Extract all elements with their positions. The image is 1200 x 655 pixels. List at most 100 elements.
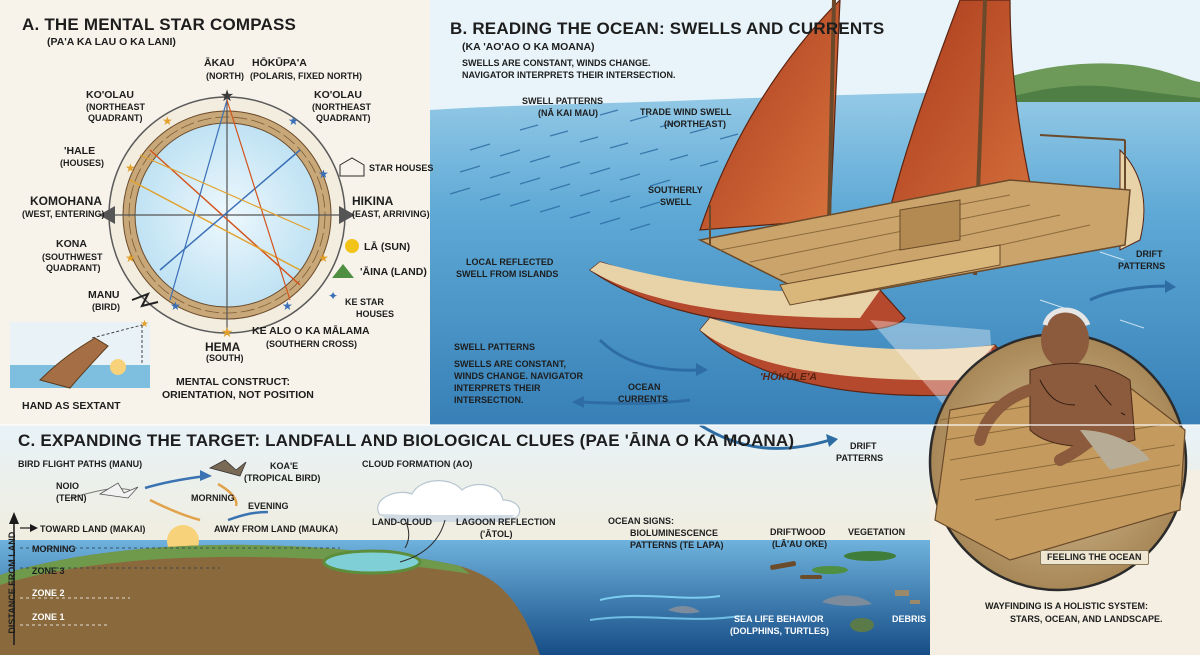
driftwood-label-1: DRIFTWOOD [770, 527, 826, 537]
koae-label-2: (TROPICAL BIRD) [244, 473, 321, 483]
manu-label: MANU [88, 289, 120, 301]
land-cloud-label: LAND-CLOUD [372, 517, 432, 527]
west-label: KOMOHANA [30, 194, 102, 208]
driftwood-label-2: (LĀ'AU OKE) [772, 539, 828, 549]
section-a-subtitle: (PA'A KA LAU O KA LANI) [47, 36, 176, 48]
swell-patterns-2-line3: INTERPRETS THEIR [454, 383, 541, 393]
ke-star-label-2: HOUSES [356, 309, 395, 319]
hand-sextant-label: HAND AS SEXTANT [22, 400, 121, 412]
swell-patterns-2-line1: SWELLS ARE CONSTANT, [454, 359, 566, 369]
vegetation-label: VEGETATION [848, 527, 906, 537]
svg-text:★: ★ [125, 161, 136, 175]
svg-text:★: ★ [318, 167, 329, 181]
island-shape [0, 544, 540, 655]
lagoon-reflection-1: LAGOON REFLECTION [456, 517, 556, 527]
land-label: 'ĀINA (LAND) [360, 266, 427, 278]
driftwood-shape [770, 561, 797, 570]
feeling-ocean-label: FEELING THE OCEAN [1040, 550, 1149, 566]
koolau-right-sub1: (NORTHEAST [312, 102, 371, 112]
east-sub: (EAST, ARRIVING) [352, 209, 430, 219]
star-compass: ★ ★ ★ ★ ★ ★ ★ ★ ★ ★ [99, 88, 355, 340]
svg-text:★: ★ [162, 114, 173, 128]
current-arrow [598, 338, 701, 372]
evening-label: EVENING [248, 501, 289, 511]
kona-sub1: (SOUTHWEST [42, 252, 103, 262]
drift-patterns-lower-1: DRIFT [850, 441, 877, 451]
away-land-label: AWAY FROM LAND (MAUKA) [214, 524, 338, 534]
swell-patterns-2-line2: WINDS CHANGE. NAVIGATOR [454, 371, 584, 381]
hand-shape [39, 337, 109, 389]
koolau-left-sub2: QUADRANT) [88, 113, 143, 123]
star-house-icon [339, 157, 365, 177]
ocean-currents-1: OCEAN [628, 382, 661, 392]
north-label: ĀKAU [204, 57, 235, 69]
southern-cross-label-1: KE ALO O KA MĀLAMA [252, 325, 370, 337]
koolau-left-sub1: (NORTHEAST [86, 102, 145, 112]
zone-3-label: ZONE 3 [32, 566, 65, 576]
polaris-label: HŌKŪPA'A [252, 57, 307, 69]
sun-icon [345, 239, 359, 253]
swell-patterns-label: SWELL PATTERNS [522, 96, 603, 106]
manu-bird-icon [131, 292, 159, 308]
svg-text:★: ★ [140, 319, 149, 330]
swell-patterns-2-line4: INTERSECTION. [454, 395, 524, 405]
koolau-right-sub2: QUADRANT) [316, 113, 371, 123]
sea-life-label-2: (DOLPHINS, TURTLES) [730, 626, 829, 636]
svg-text:★: ★ [170, 299, 181, 313]
koolau-right-label: KO'OLAU [314, 89, 362, 101]
kona-label: KONA [56, 238, 87, 250]
zone-1-label: ZONE 1 [32, 612, 65, 622]
drift-patterns-right-2: PATTERNS [1118, 261, 1166, 271]
bioluminescence-1: BIOLUMINESCENCE [630, 528, 719, 538]
noio-label-1: NOIO [56, 481, 80, 491]
mental-construct-1: MENTAL CONSTRUCT: [176, 376, 290, 388]
holistic-line-2: STARS, OCEAN, AND LANDSCAPE. [1010, 614, 1163, 624]
ocean-signs-label: OCEAN SIGNS: [608, 516, 675, 526]
noio-label-2: (TERN) [56, 493, 87, 503]
star-houses-label: STAR HOUSES [369, 163, 434, 173]
svg-text:★: ★ [125, 251, 136, 265]
svg-text:★: ★ [282, 299, 293, 313]
north-sub: (NORTH) [206, 71, 244, 81]
swell-arrow-field [449, 109, 739, 231]
noio-bird [98, 482, 139, 499]
canoe-name: 'HŌKŪLE'A [760, 371, 817, 383]
west-sub: (WEST, ENTERING) [22, 209, 105, 219]
local-swell-1: LOCAL REFLECTED [466, 257, 554, 267]
zone-2-label: ZONE 2 [32, 588, 65, 598]
koae-bird [208, 459, 247, 477]
toward-land-label: TOWARD LAND (MAKAI) [40, 524, 146, 534]
hale-label: 'HALE [64, 145, 96, 157]
ocean-currents-2: CURRENTS [618, 394, 669, 404]
ke-star-label-1: KE STAR [345, 297, 384, 307]
bird-paths-label: BIRD FLIGHT PATHS (MANU) [18, 459, 143, 469]
sea-life-label-1: SEA LIFE BEHAVIOR [734, 614, 824, 624]
holistic-line-1: WAYFINDING IS A HOLISTIC SYSTEM: [985, 601, 1149, 611]
kona-sub2: QUADRANT) [46, 263, 101, 273]
svg-text:✦: ✦ [328, 289, 338, 303]
turtle-shape [850, 618, 874, 632]
dolphin-shape [822, 595, 872, 606]
cloud-formation-label: CLOUD FORMATION (AO) [362, 459, 473, 469]
section-c-title: C. EXPANDING THE TARGET: LANDFALL AND BI… [18, 431, 795, 450]
cloud-shape [377, 480, 521, 519]
east-label: HIKINA [352, 194, 394, 208]
distance-axis-label: DISTANCE FROM LAND [7, 531, 18, 634]
double-hull-canoe [588, 0, 1145, 397]
section-b-title: B. READING THE OCEAN: SWELLS AND CURRENT… [450, 19, 885, 38]
lagoon-reflection-2: ('ĀTOL) [480, 529, 513, 539]
navigator-head [1041, 312, 1089, 368]
hale-sub: (HOUSES) [60, 158, 105, 168]
vegetation-shape [844, 551, 896, 561]
trade-wind-label: TRADE WIND SWELL [640, 107, 732, 117]
south-sub: (SOUTH) [206, 353, 244, 363]
svg-text:★: ★ [318, 251, 329, 265]
section-b-intro-1: SWELLS ARE CONSTANT, WINDS CHANGE. [462, 58, 651, 68]
southerly-swell-2: SWELL [660, 197, 692, 207]
debris-label: DEBRIS [892, 614, 927, 624]
mental-construct-2: ORIENTATION, NOT POSITION [162, 389, 314, 401]
section-b-intro-2: NAVIGATOR INTERPRETS THEIR INTERSECTION. [462, 70, 676, 80]
local-swell-2: SWELL FROM ISLANDS [456, 269, 559, 279]
sun-label: LĀ (SUN) [364, 241, 411, 253]
